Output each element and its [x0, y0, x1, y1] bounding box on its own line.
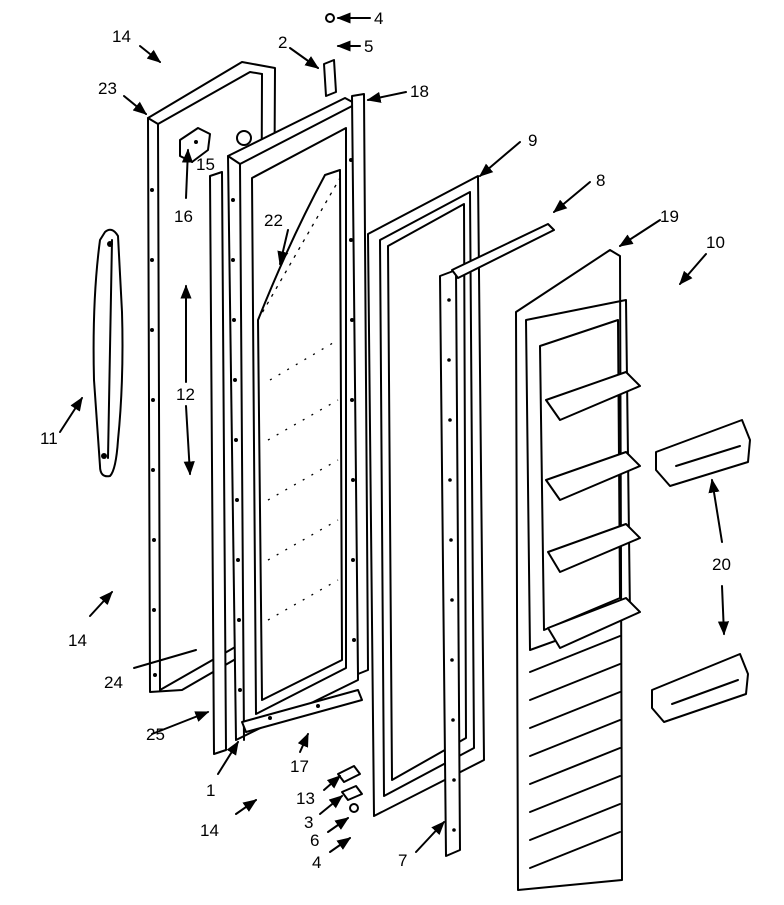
label-18: 18 [410, 82, 429, 101]
inner-side-strip [439, 269, 461, 857]
label-20: 20 [712, 555, 731, 574]
label-6: 6 [310, 831, 319, 850]
label-3: 3 [304, 813, 313, 832]
label-14-left: 14 [68, 631, 87, 650]
label-8: 8 [596, 171, 605, 190]
door-stop-cap [236, 130, 252, 146]
door-ribs [529, 635, 621, 869]
label-14-bottom: 14 [200, 821, 219, 840]
liner-strip [209, 171, 227, 755]
label-22: 22 [264, 211, 283, 230]
label-14-top: 14 [112, 27, 131, 46]
top-strip [451, 223, 555, 279]
door-handle [92, 228, 124, 478]
outer-panel-holes [150, 188, 157, 677]
leader-lines [59, 12, 730, 853]
side-strip [351, 93, 369, 675]
label-1: 1 [206, 781, 215, 800]
part-labels: 14 23 2 4 5 18 15 16 22 9 8 19 10 12 11 … [40, 9, 731, 872]
label-11: 11 [40, 429, 58, 448]
label-10: 10 [706, 233, 725, 252]
label-2: 2 [278, 33, 287, 52]
label-9: 9 [528, 131, 537, 150]
label-25: 25 [146, 725, 165, 744]
label-4-top: 4 [374, 9, 383, 28]
strip-holes [447, 298, 456, 832]
shelf-racks [545, 371, 641, 649]
door-bin-upper [655, 419, 751, 487]
hinge-pin [323, 13, 337, 97]
label-13: 13 [296, 789, 315, 808]
label-19: 19 [660, 207, 679, 226]
label-16: 16 [174, 207, 193, 226]
label-4-bottom: 4 [312, 853, 321, 872]
inner-door-liner [515, 249, 641, 891]
liner-holes [231, 158, 356, 692]
label-12: 12 [176, 385, 195, 404]
door-bin-lower [651, 653, 749, 723]
label-15: 15 [196, 155, 215, 174]
bottom-hinge-parts [337, 765, 363, 813]
bottom-trim [241, 689, 363, 733]
label-5: 5 [364, 37, 373, 56]
label-17: 17 [290, 757, 309, 776]
insulation-panel [257, 169, 343, 701]
label-24: 23 [98, 79, 117, 98]
label-7: 7 [398, 851, 407, 870]
label-23: 24 [104, 673, 123, 692]
